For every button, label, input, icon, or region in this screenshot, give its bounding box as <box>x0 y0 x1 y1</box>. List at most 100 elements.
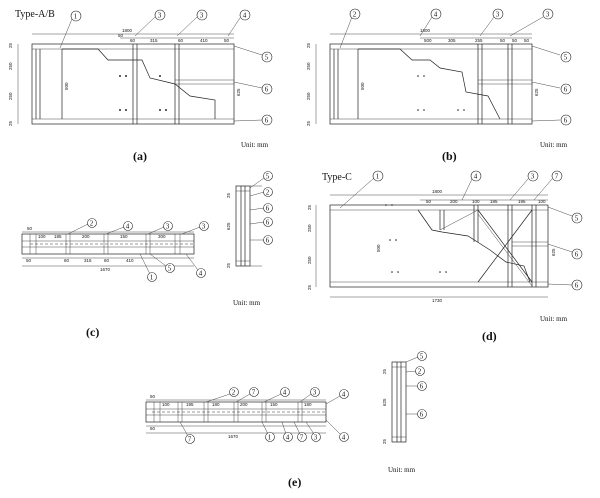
callout-number: 4 <box>199 270 203 278</box>
panel-e-section-outline <box>391 361 407 443</box>
dimension-label: 50 <box>224 38 230 43</box>
callout-number: 6 <box>564 86 568 94</box>
callout-number: 6 <box>266 237 270 245</box>
dimension-label: 250 <box>8 92 13 100</box>
dimension-label: 50 <box>524 38 530 43</box>
panel-a-caption: (a) <box>133 149 147 163</box>
callout-number: 6 <box>265 86 269 94</box>
panel-d-opening-profile <box>417 209 531 283</box>
callout-number: 3 <box>313 389 317 397</box>
dimension-label: 1670 <box>100 267 111 272</box>
dimension-label: 195 <box>518 199 526 204</box>
panel-d-caption: (d) <box>482 329 497 343</box>
dimension-label: 625 <box>534 88 539 96</box>
dimension-label: 410 <box>200 38 208 43</box>
panel-d: Type-C 1800 50 200 100 185 195 100 250 <box>307 170 583 343</box>
dimension-label: 185 <box>490 199 498 204</box>
callout-number: 4 <box>474 173 478 181</box>
dimension-label: 625 <box>551 248 556 256</box>
dimension-label: 180 <box>212 402 220 407</box>
dimension-label: 625 <box>382 398 387 406</box>
dimension-label: 500 <box>360 82 365 90</box>
callout-number: 5 <box>265 54 269 62</box>
dimension-label: 300 <box>158 234 166 239</box>
dimension-label: 250 <box>307 256 312 264</box>
callout-number: 1 <box>74 13 78 21</box>
dimension-label: 50 <box>26 258 32 263</box>
dimension-label: 1800 <box>432 189 443 194</box>
callout-number: 6 <box>420 383 424 391</box>
dimension-label: 50 <box>27 226 33 231</box>
dimension-label: 1730 <box>432 298 443 303</box>
callout-number: 1 <box>376 173 380 181</box>
dimension-label: 185 <box>54 234 62 239</box>
dimension-label: 500 <box>376 244 381 252</box>
callout-number: 3 <box>202 223 206 231</box>
dimension-label: 50 <box>500 38 506 43</box>
dimension-label: 250 <box>307 224 312 232</box>
dimension-label: 100 <box>538 199 546 204</box>
panel-a-type-label: Type-A/B <box>15 9 55 20</box>
callout-number: 3 <box>314 434 318 442</box>
callout-number: 2 <box>353 11 357 19</box>
dimension-label: 50 <box>150 394 156 399</box>
dimension-label: 50 <box>118 33 124 38</box>
dimension-label: 25 <box>306 42 311 48</box>
panel-a-opening-profile <box>62 48 216 119</box>
dimension-label: 250 <box>8 62 13 70</box>
callout-number: 7 <box>555 173 559 181</box>
callout-number: 2 <box>90 220 94 228</box>
callout-number: 6 <box>564 117 568 125</box>
callout-number: 6 <box>265 117 269 125</box>
panel-a-unit: Unit: mm <box>241 141 269 149</box>
dimension-label: 250 <box>306 62 311 70</box>
dimension-label: 25 <box>307 284 312 290</box>
dimension-label: 25 <box>226 262 231 268</box>
panel-b: 1800 500 305 255 50 50 50 250 250 25 25 … <box>306 8 572 163</box>
callout-number: 6 <box>575 251 579 259</box>
callout-number: 4 <box>126 223 130 231</box>
panel-a: Type-A/B 1800 50 60 315 60 4 <box>8 9 273 163</box>
dimension-label: 410 <box>126 258 134 263</box>
callout-number: 6 <box>266 219 270 227</box>
dimension-label: 500 <box>424 38 432 43</box>
dimension-label: 150 <box>120 234 128 239</box>
panel-c-unit: Unit: mm <box>233 299 261 307</box>
callout-number: 3 <box>158 12 162 20</box>
callout-number: 4 <box>342 434 346 442</box>
dimension-label: 50 <box>426 199 432 204</box>
callout-number: 4 <box>283 389 287 397</box>
dimension-label: 200 <box>450 199 458 204</box>
dimension-label: 25 <box>382 438 387 444</box>
dimension-label: 60 <box>104 258 110 263</box>
dimension-label: 305 <box>448 38 456 43</box>
panel-c-section-outline <box>235 185 251 267</box>
callout-number: 5 <box>564 54 568 62</box>
dimension-label: 25 <box>8 42 13 48</box>
dimension-label: 180 <box>304 402 312 407</box>
panel-c: 50 100 185 200 150 300 50 60 315 60 410 … <box>21 171 273 339</box>
callout-number: 5 <box>266 173 270 181</box>
panel-b-opening-profile <box>358 48 501 120</box>
dimension-label: 1670 <box>228 434 239 439</box>
dimension-label: 315 <box>84 258 92 263</box>
panel-e: 50 100 195 180 200 150 180 50 1670 2 7 4… <box>145 351 427 489</box>
callout-number: 5 <box>575 215 579 223</box>
callout-number: 3 <box>166 223 170 231</box>
callout-number: 3 <box>496 11 500 19</box>
callout-number: 4 <box>342 391 346 399</box>
dimension-label: 500 <box>64 82 69 90</box>
panel-d-type-label: Type-C <box>322 172 352 183</box>
dimension-label: 60 <box>64 258 70 263</box>
dimension-label: 315 <box>150 38 158 43</box>
dimension-label: 25 <box>306 120 311 126</box>
panel-e-unit: Unit: mm <box>388 466 416 474</box>
dimension-label: 25 <box>8 120 13 126</box>
callout-number: 6 <box>575 282 579 290</box>
callout-number: 5 <box>420 353 424 361</box>
dimension-label: 50 <box>150 426 156 431</box>
dimension-label: 100 <box>38 234 46 239</box>
callout-number: 2 <box>266 189 270 197</box>
panel-e-caption: (e) <box>288 475 301 489</box>
